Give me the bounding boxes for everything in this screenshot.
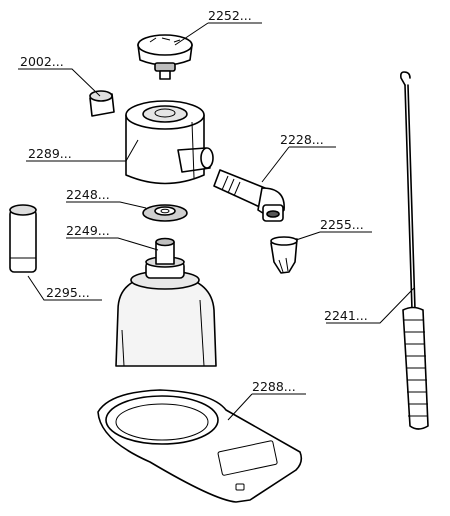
callout-2241: 2241... [324, 308, 368, 323]
callout-2228: 2228... [280, 132, 324, 147]
cap-knob [137, 34, 193, 80]
callout-2255: 2255... [320, 217, 364, 232]
callout-2249: 2249... [66, 223, 110, 238]
bottle-valve [145, 237, 185, 279]
head-body [125, 100, 214, 185]
nozzle-tube [213, 169, 285, 222]
callout-2252: 2252... [208, 8, 252, 23]
leader-lines [18, 22, 415, 421]
callout-2002: 2002... [20, 54, 64, 69]
bottle-body [115, 270, 217, 367]
callout-2248: 2248... [66, 187, 110, 202]
decorating-tip [270, 236, 298, 274]
callout-2289: 2289... [28, 146, 72, 161]
callout-2288: 2288... [252, 379, 296, 394]
cleaning-brush [400, 71, 429, 430]
seal-ring [89, 90, 115, 117]
stand-base [97, 389, 303, 503]
charger-holder [9, 204, 37, 273]
callout-2295: 2295... [46, 285, 90, 300]
gasket-disc [142, 204, 188, 222]
